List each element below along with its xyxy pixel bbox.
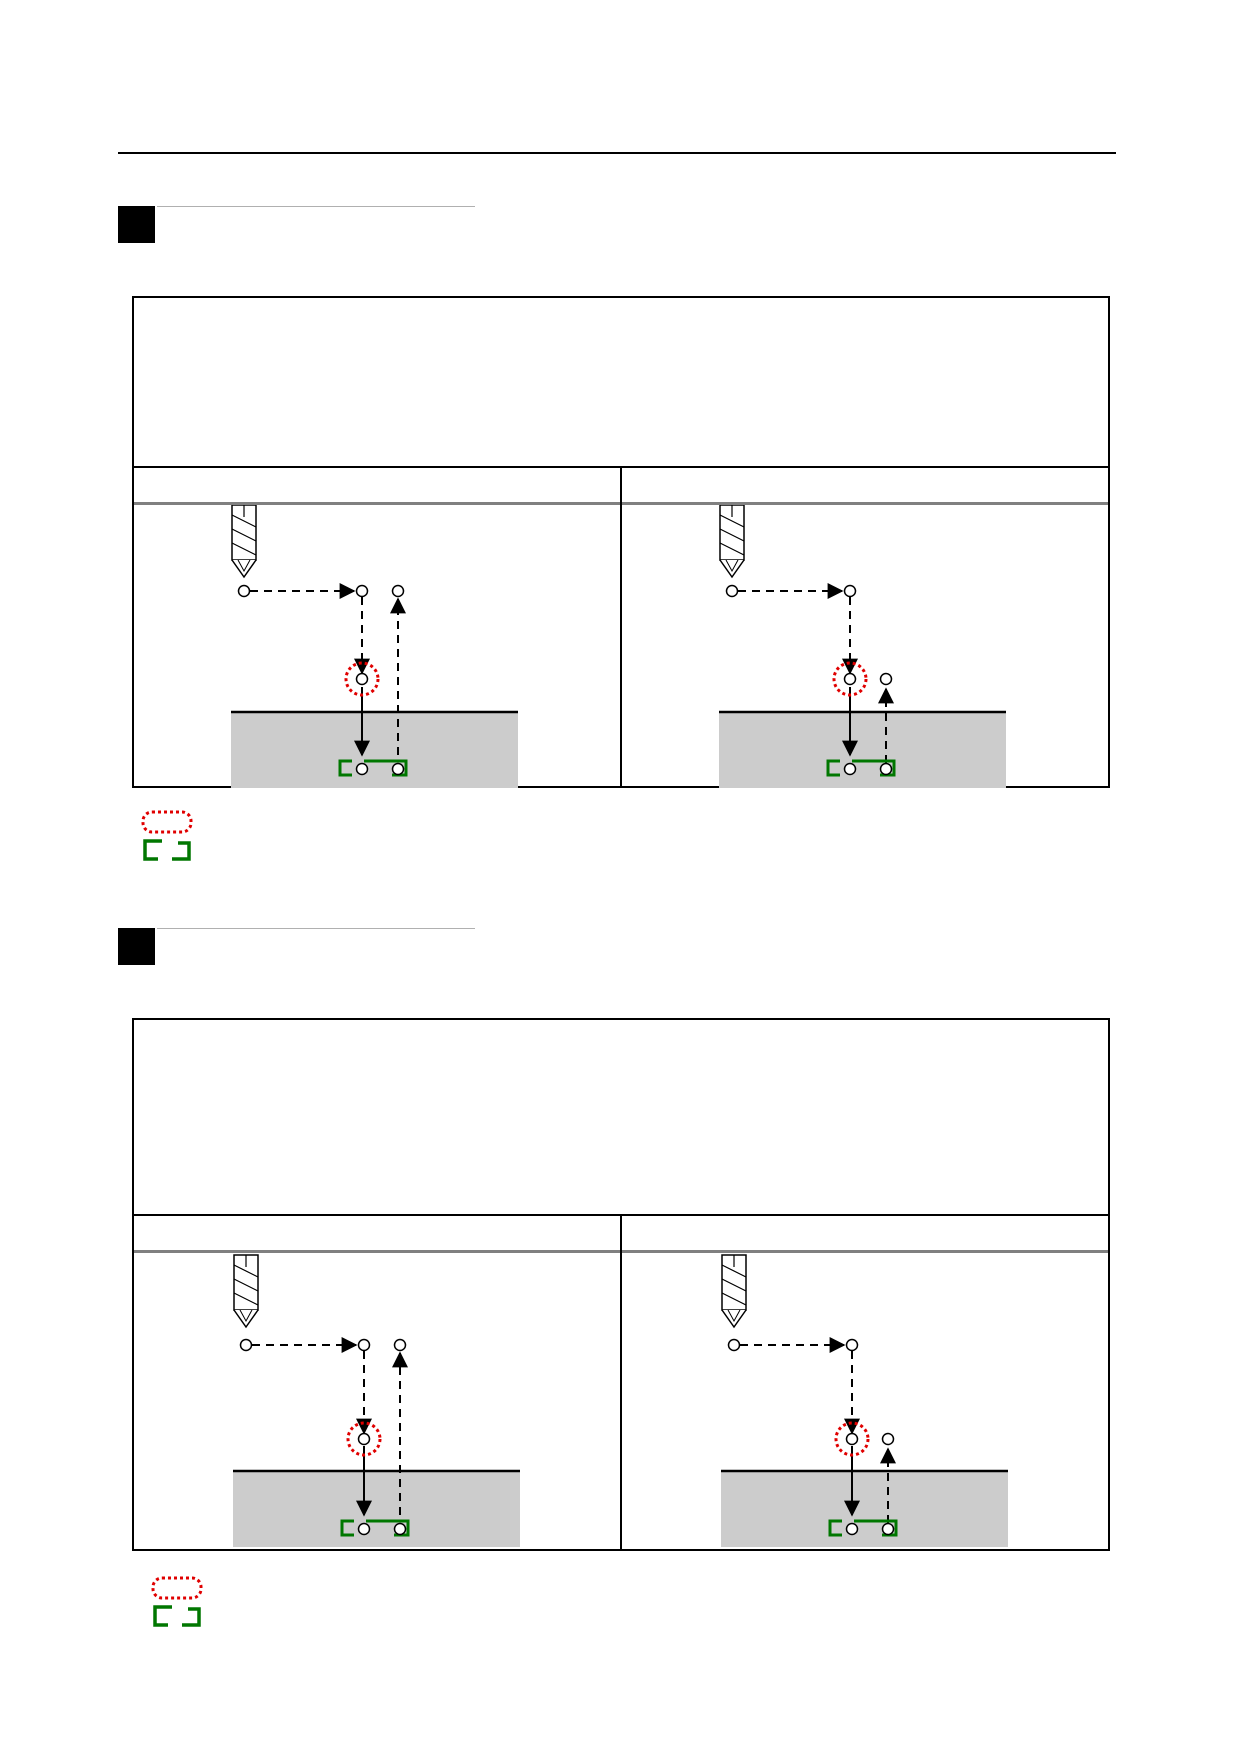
legend-item-end: [150, 1602, 218, 1630]
red-dotted-start-icon: [141, 810, 193, 834]
bottom-point-2: [879, 762, 893, 776]
return-point: [393, 1338, 407, 1352]
position-point: [845, 1338, 859, 1352]
position-point: [355, 584, 369, 598]
section-2-right-diagram: [721, 1254, 1008, 1547]
green-bracket-end-icon: [153, 1605, 201, 1627]
start-point: [727, 1338, 741, 1352]
start-point: [239, 1338, 253, 1352]
legend-item-end: [140, 836, 208, 864]
red-dotted-start-icon: [346, 1421, 382, 1457]
section-2-column-right: [622, 1216, 1108, 1250]
bottom-point-2: [393, 1522, 407, 1536]
section-2-marker: [118, 928, 155, 965]
section-2-left-diagram: [233, 1254, 520, 1547]
drill-icon: [721, 1254, 747, 1328]
green-bracket-end-icon: [143, 839, 191, 861]
bottom-point-2: [391, 762, 405, 776]
reference-point: [357, 1432, 371, 1446]
workpiece: [231, 712, 518, 788]
section-1-marker: [118, 206, 155, 243]
section-1-column-left: [134, 468, 620, 502]
position-point: [357, 1338, 371, 1352]
drill-icon: [719, 505, 745, 578]
section-1-frame: [132, 296, 1110, 788]
section-1-rule: [157, 206, 475, 207]
top-rule: [118, 152, 1116, 154]
red-dotted-start-icon: [832, 661, 868, 697]
return-point: [881, 1432, 895, 1446]
reference-point: [843, 672, 857, 686]
red-dotted-start-icon: [344, 661, 380, 697]
workpiece: [721, 1471, 1008, 1547]
return-point: [391, 584, 405, 598]
section-1-right-diagram: [719, 505, 1006, 788]
red-dotted-start-icon: [834, 1421, 870, 1457]
section-2-frame: [132, 1018, 1110, 1551]
section-1-column-right: [622, 468, 1108, 502]
section-2-column-divider: [620, 1214, 622, 1551]
drill-icon: [233, 1254, 259, 1328]
legend-item-start: [140, 808, 208, 836]
bottom-point: [355, 762, 369, 776]
bottom-point-2: [881, 1522, 895, 1536]
workpiece: [719, 712, 1006, 788]
section-1-left-diagram: [231, 505, 518, 788]
drill-icon: [231, 505, 257, 578]
start-point: [237, 584, 251, 598]
bottom-point: [843, 762, 857, 776]
section-1-legend: [140, 808, 208, 864]
position-point: [843, 584, 857, 598]
reference-point: [845, 1432, 859, 1446]
section-2-legend: [150, 1574, 218, 1630]
return-point: [879, 672, 893, 686]
bottom-point: [845, 1522, 859, 1536]
red-dotted-start-icon: [151, 1576, 203, 1600]
section-1-column-divider: [620, 466, 622, 788]
reference-point: [355, 672, 369, 686]
bottom-point: [357, 1522, 371, 1536]
legend-item-start: [150, 1574, 218, 1602]
section-2-column-left: [134, 1216, 620, 1250]
start-point: [725, 584, 739, 598]
section-2-rule: [157, 928, 475, 929]
workpiece: [233, 1471, 520, 1547]
